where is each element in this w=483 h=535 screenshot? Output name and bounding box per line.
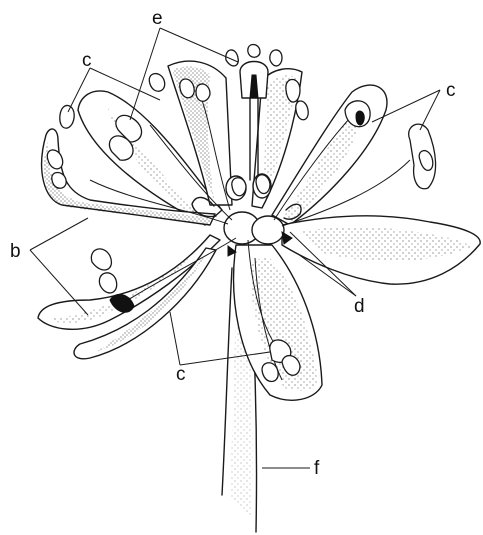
label-c-bottom: c bbox=[176, 364, 186, 385]
label-b: b bbox=[10, 241, 21, 262]
petal-right bbox=[282, 216, 480, 284]
label-c-top-left: c bbox=[82, 50, 92, 71]
label-d: d bbox=[354, 296, 365, 317]
label-f: f bbox=[314, 458, 320, 479]
petal-lower-left bbox=[38, 235, 220, 359]
label-e: e bbox=[152, 8, 163, 29]
label-c-top-right: c bbox=[446, 80, 456, 101]
